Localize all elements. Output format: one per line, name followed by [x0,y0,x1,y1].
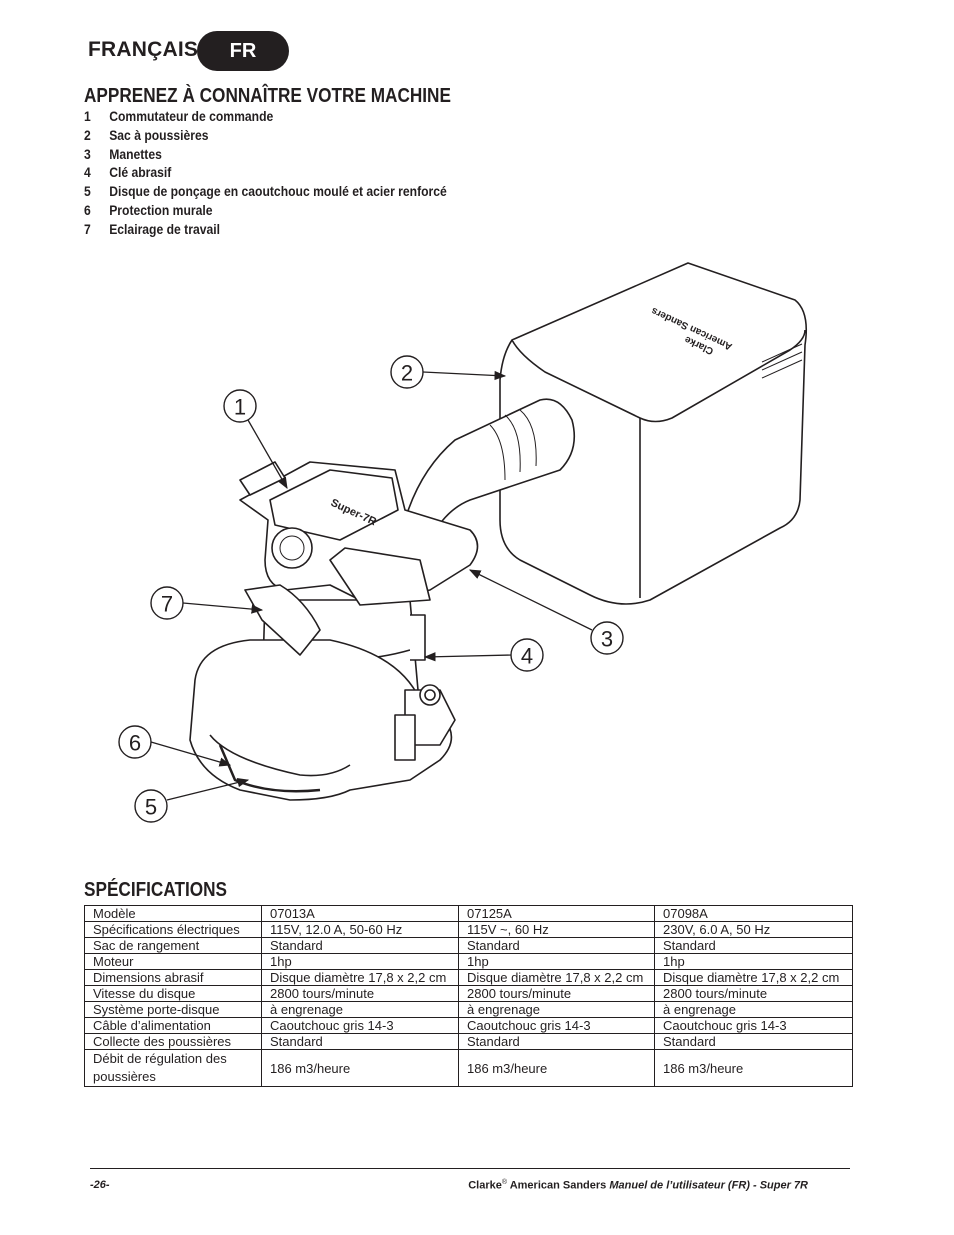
callout-number: 3 [601,627,613,652]
table-cell: 2800 tours/minute [261,985,459,1002]
table-row: Spécifications électriques 115V, 12.0 A,… [84,921,853,938]
table-cell: 115V, 12.0 A, 50-60 Hz [261,921,459,938]
callout-1 [223,389,257,423]
table-cell: Vitesse du disque [84,985,262,1002]
table-cell: Caoutchouc gris 14-3 [458,1017,655,1034]
language-label: FRANÇAIS [88,38,199,61]
table-cell: Standard [261,1033,459,1050]
table-cell: Standard [654,937,853,954]
table-cell: 186 m3/heure [458,1049,655,1087]
table-cell: 230V, 6.0 A, 50 Hz [654,921,853,938]
callout-number: 5 [145,795,157,820]
table-cell: Modèle [84,905,262,922]
callout-number: 6 [129,731,141,756]
table-row: Modèle 07013A 07125A 07098A [84,905,853,922]
language-badge: FR [197,31,289,71]
footer-company: American Sanders [507,1179,610,1192]
table-cell: Système porte-disque [84,1001,262,1018]
table-row: Collecte des poussières Standard Standar… [84,1033,853,1050]
table-cell: Câble d’alimentation [84,1017,262,1034]
table-cell: 186 m3/heure [261,1049,459,1087]
table-cell: Caoutchouc gris 14-3 [654,1017,853,1034]
table-cell: 07125A [458,905,655,922]
table-cell: à engrenage [261,1001,459,1018]
callout-number: 7 [161,592,173,617]
callout-7 [150,586,184,620]
table-row: Moteur 1hp 1hp 1hp [84,953,853,970]
table-cell: 1hp [654,953,853,970]
table-cell: Standard [458,1033,655,1050]
table-cell: à engrenage [458,1001,655,1018]
callout-number: 4 [521,644,533,669]
footer-manual: Manuel de l’utilisateur (FR) - Super 7R [609,1179,808,1192]
table-row: Câble d’alimentation Caoutchouc gris 14-… [84,1017,853,1034]
table-cell: 2800 tours/minute [458,985,655,1002]
footer-manual-title: Clarke® American Sanders Manuel de l’uti… [468,1179,808,1192]
table-cell: Collecte des poussières [84,1033,262,1050]
table-cell: 1hp [458,953,655,970]
dust-hose [404,398,576,541]
table-cell: Disque diamètre 17,8 x 2,2 cm [458,969,655,986]
table-cell: 2800 tours/minute [654,985,853,1002]
machine-head [239,461,479,656]
callout-4 [510,638,544,672]
table-cell: 186 m3/heure [654,1049,853,1087]
table-row: Dimensions abrasif Disque diamètre 17,8 … [84,969,853,986]
table-cell: Standard [654,1033,853,1050]
table-cell: Spécifications électriques [84,921,262,938]
table-cell: Sac de rangement [84,937,262,954]
table-cell: Débit de régulation des poussières [84,1049,262,1087]
table-cell: Disque diamètre 17,8 x 2,2 cm [654,969,853,986]
table-row: Vitesse du disque 2800 tours/minute 2800… [84,985,853,1002]
table-cell: 115V ~, 60 Hz [458,921,655,938]
table-row: Système porte-disque à engrenage à engre… [84,1001,853,1018]
table-cell: 1hp [261,953,459,970]
callout-5 [134,789,168,823]
callout-2 [390,355,424,389]
section-title-machine: APPRENEZ À CONNAÎTRE VOTRE MACHINE [84,85,451,107]
footer-brand: Clarke [468,1179,502,1192]
page-number: -26- [90,1179,110,1191]
callout-3 [590,621,624,655]
table-cell: Disque diamètre 17,8 x 2,2 cm [261,969,459,986]
disc-guard [189,639,456,801]
table-cell: Standard [458,937,655,954]
section-title-specifications: SPÉCIFICATIONS [84,879,228,901]
table-cell: Dimensions abrasif [84,969,262,986]
table-cell: Caoutchouc gris 14-3 [261,1017,459,1034]
table-cell: 07098A [654,905,853,922]
callout-number: 2 [401,361,413,386]
specifications-table: Modèle 07013A 07125A 07098A Spécificatio… [84,905,853,1087]
table-cell: Moteur [84,953,262,970]
registered-mark: ® [501,1179,508,1186]
table-row: Débit de régulation des poussières 186 m… [84,1049,853,1087]
table-row: Sac de rangement Standard Standard Stand… [84,937,853,954]
table-cell: 07013A [261,905,459,922]
table-cell: Standard [261,937,459,954]
callout-6 [118,725,152,759]
callout-number: 1 [234,395,246,420]
footer-divider [90,1168,850,1169]
table-cell: à engrenage [654,1001,853,1018]
